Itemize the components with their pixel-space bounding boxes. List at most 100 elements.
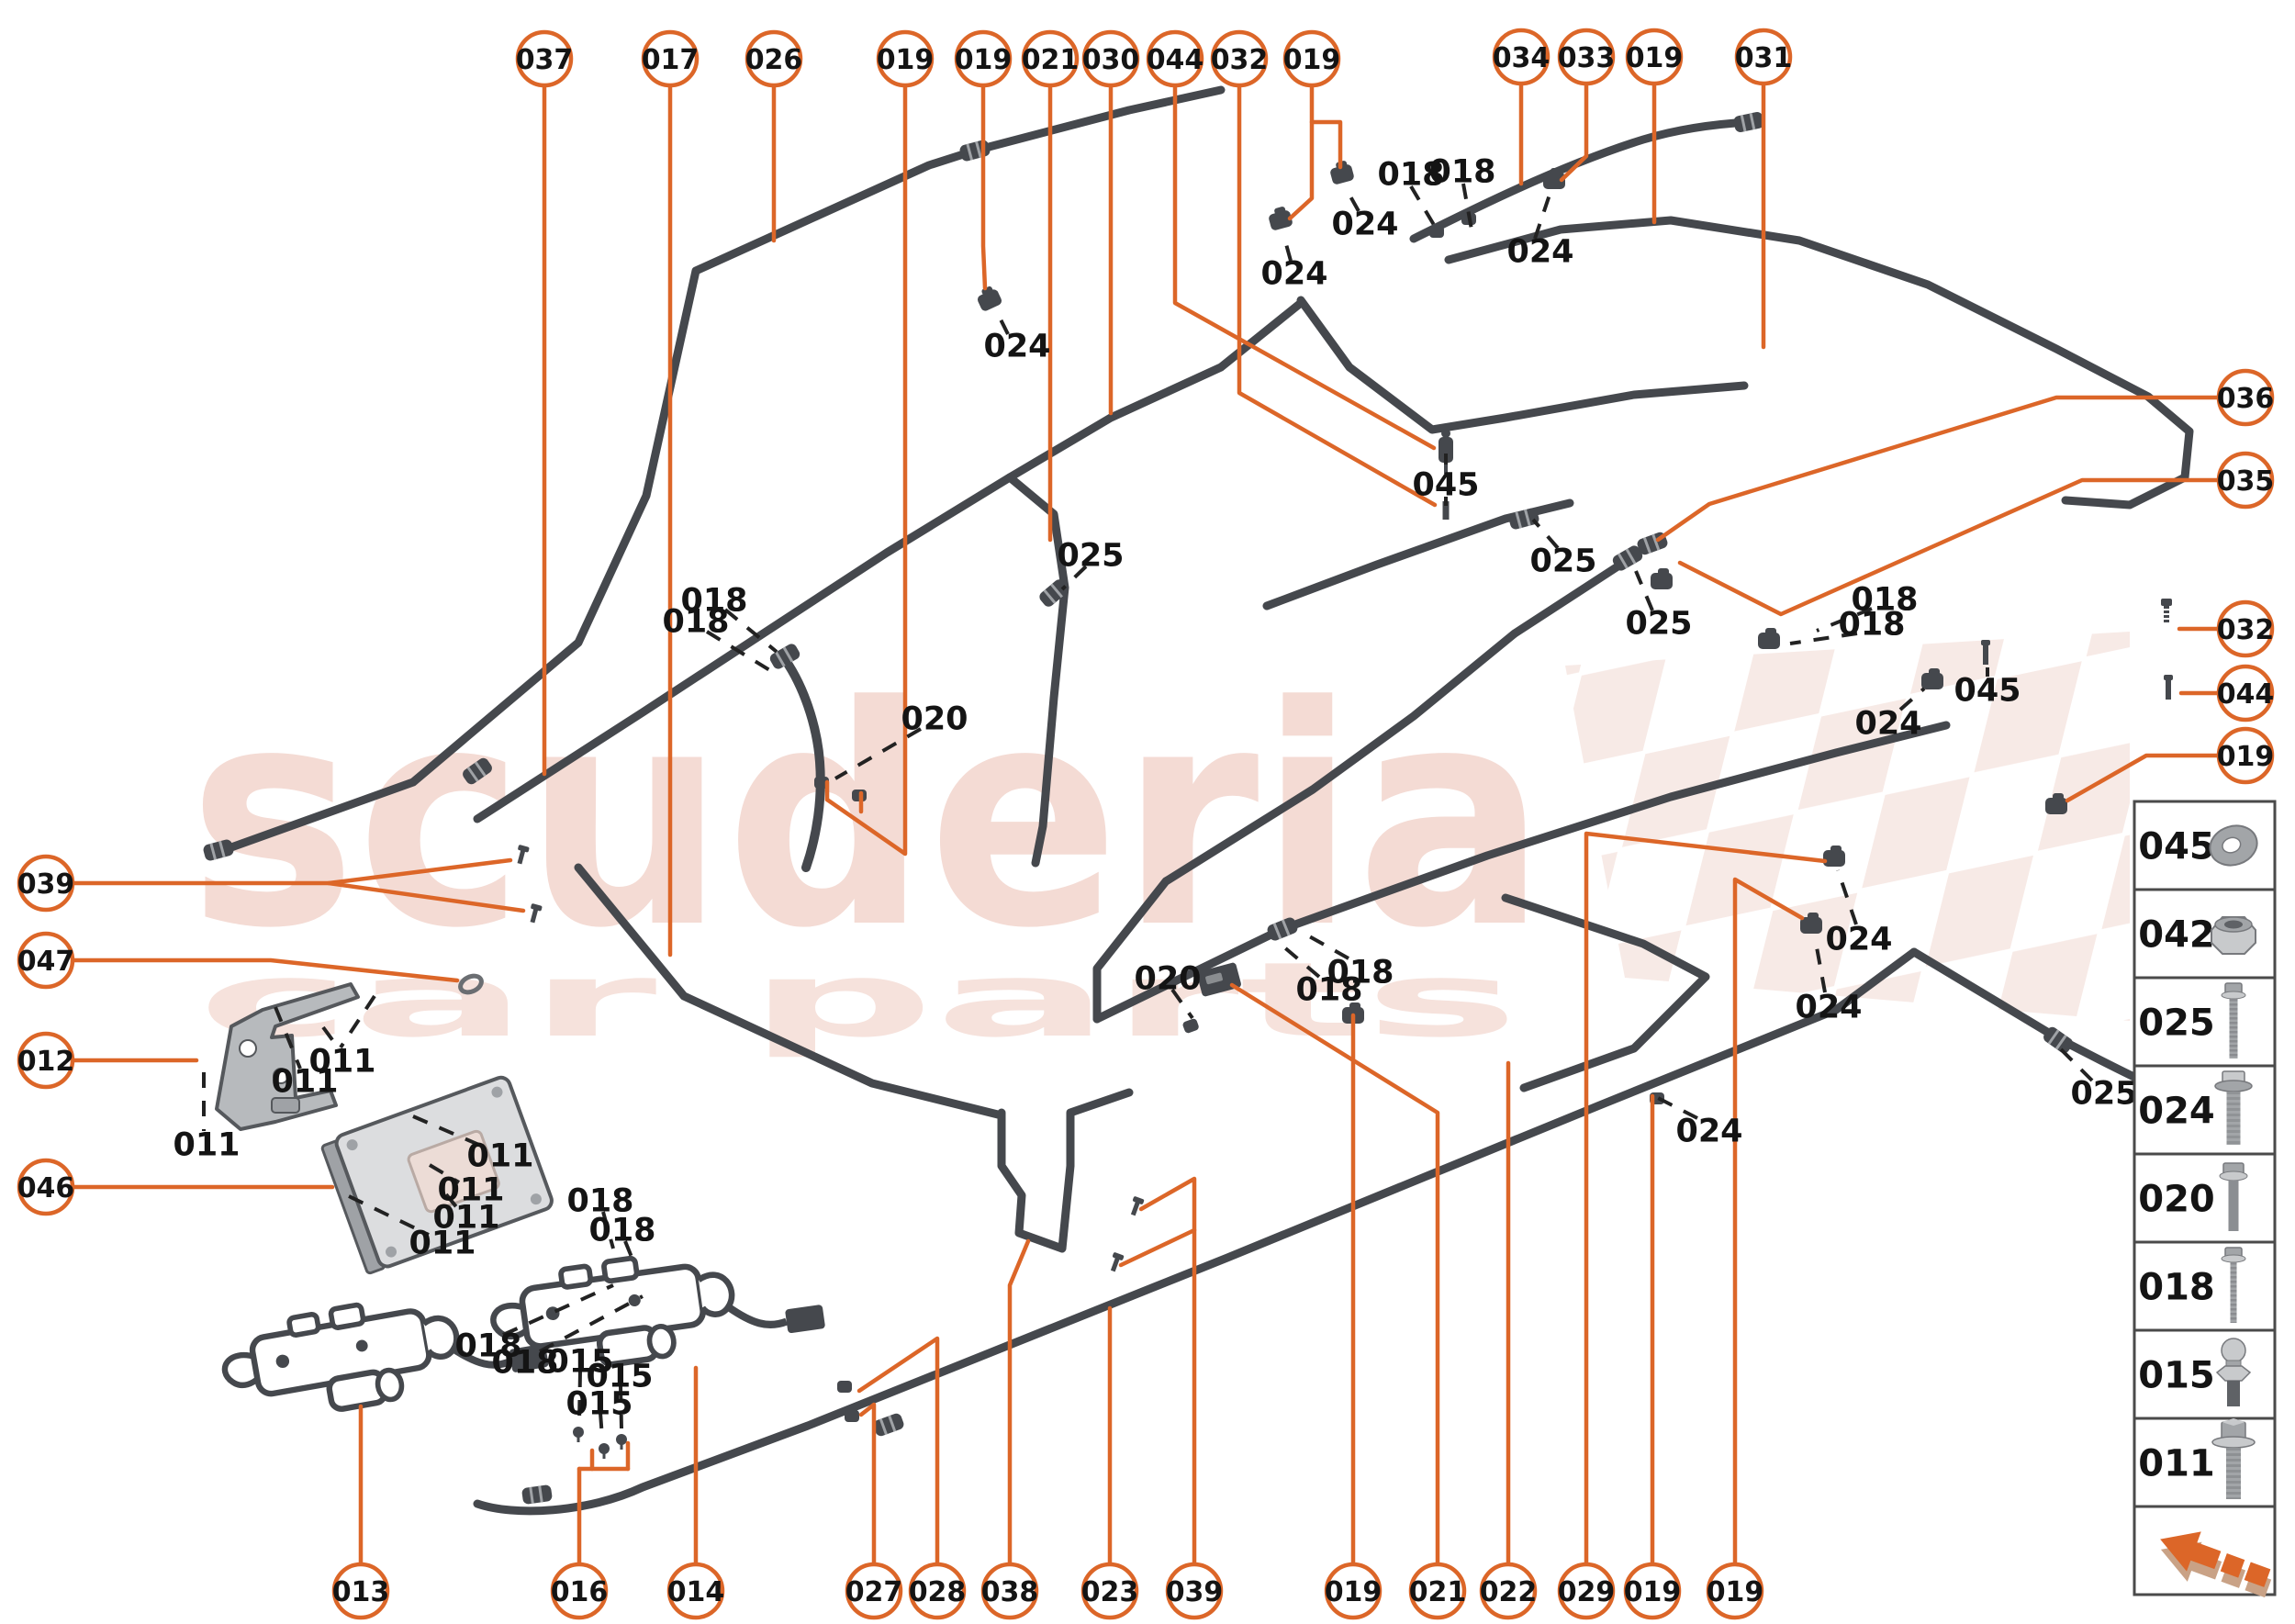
- callout-leader-branch-039: [326, 880, 526, 913]
- callout-046[interactable]: 046: [17, 1158, 75, 1216]
- callout-047[interactable]: 047: [17, 931, 75, 990]
- callout-leader-035: [1677, 477, 2222, 617]
- callout-leader-019: [1287, 82, 1315, 221]
- callout-021[interactable]: 021: [1022, 29, 1080, 88]
- callout-number: 039: [17, 868, 75, 901]
- direction-arrow-icon: [2160, 1531, 2272, 1598]
- legend-row-024[interactable]: 024: [2133, 1064, 2277, 1156]
- callout-019[interactable]: 019: [2217, 726, 2275, 785]
- callout-number: 046: [17, 1172, 75, 1204]
- part-reference-dash: [1282, 945, 1321, 979]
- callout-number: 026: [745, 44, 803, 76]
- hex-bolt-icon: [2219, 1162, 2248, 1231]
- part-label-015: 015: [546, 1344, 613, 1381]
- valve-part: [1439, 429, 1453, 474]
- callout-023[interactable]: 023: [1081, 1562, 1139, 1620]
- callout-number: 032: [2217, 614, 2275, 646]
- callout-035[interactable]: 035: [2217, 451, 2275, 510]
- callout-013[interactable]: 013: [332, 1562, 390, 1620]
- callout-leader-032: [1237, 82, 1438, 508]
- callout-019[interactable]: 019: [1325, 1562, 1383, 1620]
- legend-row-018[interactable]: 018: [2133, 1240, 2277, 1332]
- legend-row-045[interactable]: 045: [2133, 800, 2277, 891]
- callout-030[interactable]: 030: [1082, 29, 1140, 88]
- fitting-part: [769, 644, 800, 669]
- callout-038[interactable]: 038: [981, 1562, 1039, 1620]
- callout-032[interactable]: 032: [2217, 599, 2275, 658]
- clip-part: [1823, 846, 1845, 867]
- fuel-line-harness: [214, 85, 2206, 1516]
- part-label-025: 025: [1529, 543, 1596, 580]
- callout-039[interactable]: 039: [1166, 1562, 1224, 1620]
- callout-034[interactable]: 034: [1493, 28, 1551, 86]
- part-label-011: 011: [173, 1127, 240, 1164]
- callout-leader-028: [856, 1336, 940, 1568]
- callout-027[interactable]: 027: [845, 1562, 903, 1620]
- callout-028[interactable]: 028: [909, 1562, 967, 1620]
- screw-sm-part: [1110, 1252, 1125, 1272]
- fitting-part: [463, 757, 492, 785]
- callout-044[interactable]: 044: [2217, 664, 2275, 722]
- callout-number: 035: [2217, 465, 2275, 498]
- callout-019[interactable]: 019: [955, 29, 1013, 88]
- callout-019[interactable]: 019: [1283, 29, 1341, 88]
- part-label-024: 024: [1506, 234, 1573, 271]
- legend-row-042[interactable]: 042: [2133, 888, 2277, 980]
- callout-017[interactable]: 017: [642, 29, 700, 88]
- callout-leader-019: [1732, 877, 1805, 1568]
- part-reference-dash: [705, 630, 773, 673]
- pipe-mid-right-bend: [1501, 893, 1710, 1092]
- callout-019[interactable]: 019: [1707, 1562, 1764, 1620]
- part-reference-dash: [623, 1240, 637, 1267]
- callout-022[interactable]: 022: [1480, 1562, 1538, 1620]
- callout-033[interactable]: 033: [1558, 28, 1616, 86]
- callout-019[interactable]: 019: [1624, 1562, 1682, 1620]
- callout-039[interactable]: 039: [17, 854, 75, 913]
- part-label-011: 011: [271, 1064, 338, 1101]
- callout-014[interactable]: 014: [667, 1562, 725, 1620]
- ball-part: [573, 1427, 584, 1442]
- part-label-011: 011: [432, 1200, 499, 1237]
- callout-number: 027: [845, 1576, 903, 1608]
- callout-leader-036: [1655, 395, 2222, 543]
- part-label-025: 025: [2070, 1076, 2137, 1113]
- pipe-long-bottom: [473, 947, 1919, 1516]
- pin-part: [1981, 640, 1990, 665]
- part-label-015: 015: [565, 1386, 633, 1423]
- part-label-018: 018: [454, 1328, 521, 1365]
- callout-032[interactable]: 032: [1211, 29, 1269, 88]
- part-reference-dash: [1816, 607, 1873, 633]
- callout-016[interactable]: 016: [551, 1562, 609, 1620]
- fitting-part: [1508, 508, 1539, 530]
- callout-012[interactable]: 012: [17, 1031, 75, 1090]
- ball-part: [616, 1434, 627, 1450]
- callout-026[interactable]: 026: [745, 29, 803, 88]
- relay-part: [1197, 962, 1241, 997]
- clip-part: [1758, 628, 1780, 649]
- callout-leader-039: [1138, 1176, 1197, 1568]
- part-reference-dash: [1634, 570, 1654, 611]
- callout-037[interactable]: 037: [516, 29, 574, 88]
- legend-number: 020: [2138, 1178, 2215, 1220]
- callout-031[interactable]: 031: [1735, 28, 1793, 86]
- legend-row-025[interactable]: 025: [2133, 976, 2277, 1068]
- legend-row-015[interactable]: 015: [2133, 1328, 2277, 1420]
- callout-number: 031: [1735, 42, 1793, 74]
- callout-021[interactable]: 021: [1409, 1562, 1467, 1620]
- callout-019[interactable]: 019: [877, 29, 935, 88]
- legend-row-011[interactable]: 011: [2133, 1417, 2277, 1508]
- part-reference-dash: [339, 994, 376, 1049]
- callout-036[interactable]: 036: [2217, 368, 2275, 427]
- part-label-015: 015: [586, 1359, 653, 1395]
- part-label-018: 018: [1377, 157, 1444, 194]
- callout-number: 019: [1325, 1576, 1383, 1608]
- callout-044[interactable]: 044: [1147, 29, 1204, 88]
- screw-sm-part: [1130, 1196, 1145, 1216]
- bolt-v-part: [2161, 599, 2172, 624]
- part-label-025: 025: [1625, 606, 1692, 643]
- callout-029[interactable]: 029: [1558, 1562, 1616, 1620]
- callout-019[interactable]: 019: [1626, 28, 1684, 86]
- checkered-flag-watermark: [1565, 632, 2130, 1021]
- part-label-025: 025: [1057, 538, 1124, 575]
- legend-row-020[interactable]: 020: [2133, 1152, 2277, 1244]
